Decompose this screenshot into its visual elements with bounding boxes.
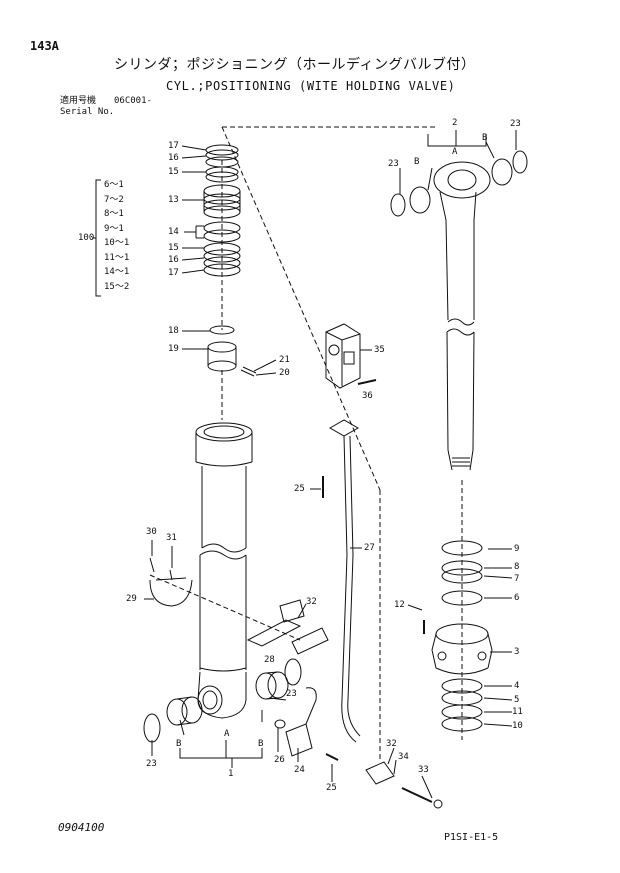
callout-25: 25 (294, 484, 305, 494)
leader-lines (144, 130, 517, 799)
seal-stack-upper (203, 144, 241, 277)
serial-label-english: Serial No. (60, 107, 115, 117)
kit-item: 8～1 (104, 209, 124, 219)
callout-31: 31 (166, 533, 177, 543)
assembly-guide-lines (149, 126, 463, 760)
bolt-36 (357, 379, 377, 385)
callout-A: A (452, 147, 458, 157)
callout-A: A (224, 729, 230, 739)
callout-34: 34 (398, 752, 409, 762)
callout-35: 35 (374, 345, 385, 355)
bushing-left (166, 696, 203, 726)
callout-13: 13 (168, 195, 179, 205)
bushing-rod-right (491, 158, 513, 186)
callout-25: 25 (326, 783, 337, 793)
callout-30: 30 (146, 527, 157, 537)
kit-item: 9～1 (104, 223, 124, 234)
oring-26 (274, 719, 286, 729)
callout-12: 12 (394, 600, 405, 610)
seal-23-right (284, 658, 302, 686)
holding-valve-35 (325, 323, 361, 389)
callout-20: 20 (279, 368, 290, 378)
kit-item: 6～1 (104, 180, 124, 190)
callout-B: B (258, 739, 264, 749)
kit-item: 10～1 (104, 238, 130, 248)
title-english: CYL.;POSITIONING (WITE HOLDING VALVE) (166, 79, 456, 93)
callout-32: 32 (386, 739, 397, 749)
clamp-28 (246, 599, 329, 655)
callout-14: 14 (168, 227, 179, 237)
rod-seals-lower (441, 678, 483, 732)
callout-23: 23 (286, 689, 297, 699)
callout-15: 15 (168, 167, 179, 177)
callout-32: 32 (306, 597, 317, 607)
callout-8: 8 (514, 562, 520, 572)
callout-6: 6 (514, 593, 520, 603)
rod-cover-3 (423, 620, 493, 675)
seal-23-rod-right (512, 150, 528, 174)
page-number: 143A (30, 39, 59, 53)
ring-18 (209, 325, 235, 335)
callout-5: 5 (514, 695, 520, 705)
title-japanese: シリンダ；ポジショニング（ホールディングバルブ付） (114, 57, 476, 73)
callout-3: 3 (514, 647, 520, 657)
cylinder-tube (195, 422, 253, 719)
callout-17: 17 (168, 141, 179, 151)
callout-24: 24 (294, 765, 305, 775)
bolt-25-lower (325, 753, 339, 761)
kit-item: 14～1 (104, 267, 130, 277)
callout-26: 26 (274, 755, 285, 765)
bushing-rod-left (409, 186, 431, 214)
footer-reference: P1SI-E1-5 (444, 832, 499, 843)
callout-1: 1 (228, 769, 234, 779)
rod-seals-upper (441, 540, 483, 606)
fitting-34 (365, 761, 395, 785)
callout-23: 23 (510, 119, 521, 129)
callout-36: 36 (362, 391, 373, 401)
callout-15: 15 (168, 243, 179, 253)
kit-number: 100 (78, 233, 95, 243)
piston-nut-19 (207, 341, 237, 372)
callout-7: 7 (514, 574, 520, 584)
footer-code: 0904100 (58, 821, 105, 834)
clamp-29 (149, 577, 193, 607)
callout-18: 18 (168, 326, 179, 336)
callout-27: 27 (364, 543, 375, 553)
callout-29: 29 (126, 594, 137, 604)
callout-4: 4 (514, 681, 520, 691)
callout-B: B (414, 157, 420, 167)
pipe-27 (328, 419, 361, 743)
kit-item: 15～2 (104, 281, 130, 292)
serial-value: 06C001- (114, 96, 152, 106)
kit-bracket (95, 179, 101, 297)
callout-2: 2 (452, 118, 458, 128)
callout-11: 11 (512, 707, 523, 717)
set-screw-20 (240, 366, 257, 377)
callout-28: 28 (264, 655, 275, 665)
callout-16: 16 (168, 153, 179, 163)
piston-rod (433, 161, 491, 471)
callout-19: 19 (168, 344, 179, 354)
callout-B: B (482, 133, 488, 143)
kit-item: 11～1 (104, 252, 130, 263)
callout-9: 9 (514, 544, 520, 554)
kit-item: 7～2 (104, 194, 124, 205)
callout-17: 17 (168, 268, 179, 278)
callout-23: 23 (388, 159, 399, 169)
bolt-30-31 (149, 557, 173, 581)
bushing-right (255, 671, 289, 700)
callout-21: 21 (279, 355, 290, 365)
fitting-24 (285, 687, 317, 757)
callout-23: 23 (146, 759, 157, 769)
callout-33: 33 (418, 765, 429, 775)
seal-23-rod-left (390, 193, 406, 217)
bolt-33 (401, 787, 433, 803)
serial-label-japanese: 適用号機 (60, 96, 97, 106)
seal-23-left (143, 713, 161, 743)
callout-10: 10 (512, 721, 523, 731)
callout-16: 16 (168, 255, 179, 265)
callout-B: B (176, 739, 182, 749)
